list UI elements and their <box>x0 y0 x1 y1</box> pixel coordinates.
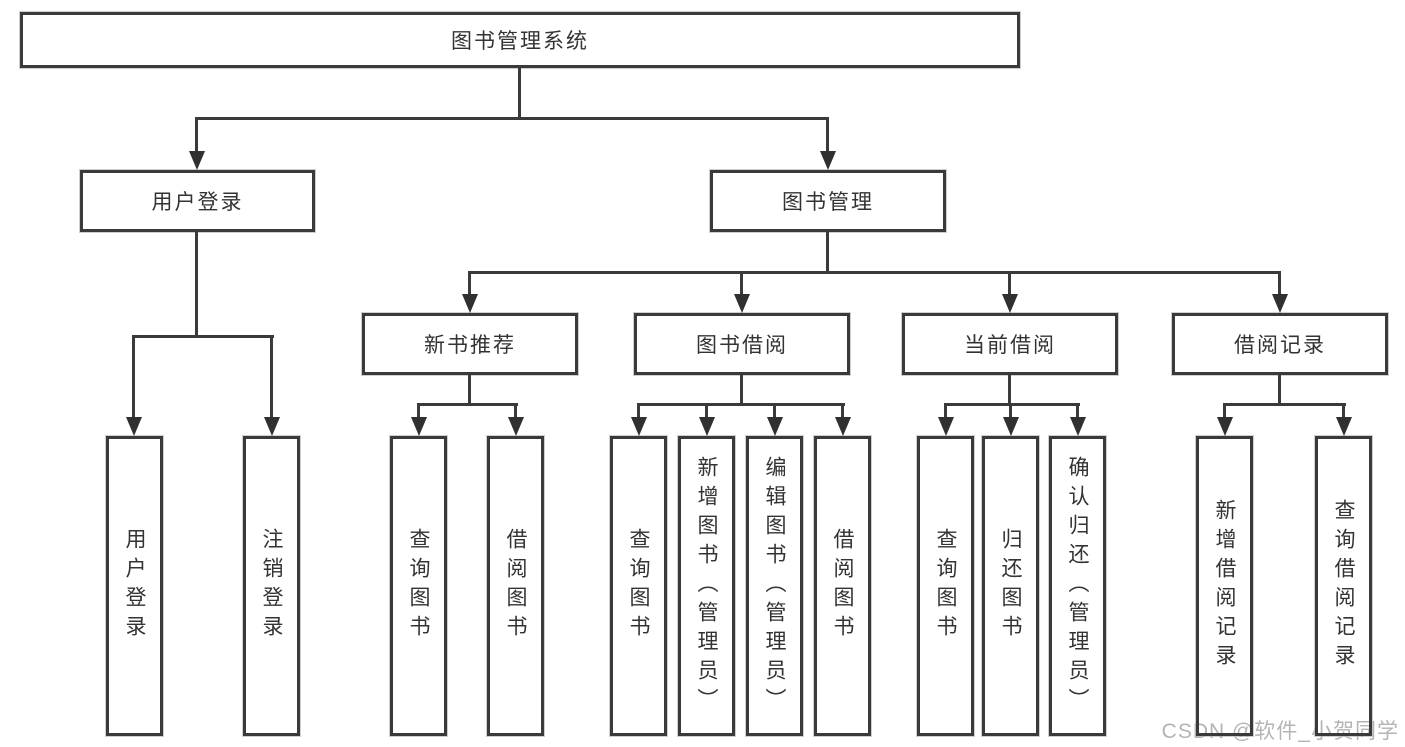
connector-line <box>468 271 471 297</box>
node-label: 图书借阅 <box>696 334 788 357</box>
node-label: 新书推荐 <box>424 334 516 357</box>
leaf-return-book: 归还图书 <box>982 436 1039 736</box>
arrowhead-down-icon <box>734 294 750 313</box>
connector-line <box>132 335 135 419</box>
connector-line <box>469 271 1281 274</box>
arrowhead-down-icon <box>835 417 851 436</box>
connector-line <box>1224 403 1346 406</box>
leaf-label: 用户登录 <box>123 528 146 644</box>
node-book-management: 图书管理 <box>710 170 946 232</box>
node-label: 图书管理系统 <box>451 30 589 53</box>
leaf-label: 查询图书 <box>407 528 430 644</box>
connector-line <box>740 375 743 406</box>
arrowhead-down-icon <box>189 151 205 170</box>
connector-line <box>1223 403 1226 419</box>
connector-line <box>1008 271 1011 297</box>
leaf-query-books-current: 查询图书 <box>917 436 974 736</box>
leaf-query-books-borrow: 查询图书 <box>610 436 667 736</box>
connector-line <box>1278 271 1281 297</box>
leaf-query-borrow-record: 查询借阅记录 <box>1315 436 1372 736</box>
leaf-borrow-books-borrow: 借阅图书 <box>814 436 871 736</box>
node-borrow-records: 借阅记录 <box>1172 313 1388 375</box>
connector-line <box>518 68 521 119</box>
node-new-book-recommend: 新书推荐 <box>362 313 578 375</box>
connector-line <box>740 271 743 297</box>
connector-line <box>133 335 274 338</box>
connector-line <box>1009 403 1012 419</box>
connector-line <box>944 403 947 419</box>
connector-line <box>841 403 844 419</box>
connector-line <box>638 403 845 406</box>
leaf-label: 编辑图书（管理员） <box>763 455 786 717</box>
connector-line <box>195 117 198 154</box>
arrowhead-down-icon <box>767 417 783 436</box>
leaf-query-books-recommend: 查询图书 <box>390 436 447 736</box>
arrowhead-down-icon <box>631 417 647 436</box>
arrowhead-down-icon <box>411 417 427 436</box>
connector-line <box>468 375 471 406</box>
leaf-label: 新增借阅记录 <box>1213 499 1236 673</box>
arrowhead-down-icon <box>126 417 142 436</box>
node-label: 图书管理 <box>782 191 874 214</box>
leaf-logout: 注销登录 <box>243 436 300 736</box>
arrowhead-down-icon <box>508 417 524 436</box>
connector-line <box>418 403 518 406</box>
connector-line <box>1076 403 1079 419</box>
connector-line <box>1342 403 1345 419</box>
leaf-borrow-books-recommend: 借阅图书 <box>487 436 544 736</box>
leaf-label: 注销登录 <box>260 528 283 644</box>
node-book-borrow: 图书借阅 <box>634 313 850 375</box>
arrowhead-down-icon <box>1002 294 1018 313</box>
leaf-confirm-return-admin: 确认归还（管理员） <box>1049 436 1106 736</box>
node-root-system: 图书管理系统 <box>20 12 1020 68</box>
arrowhead-down-icon <box>264 417 280 436</box>
leaf-add-borrow-record: 新增借阅记录 <box>1196 436 1253 736</box>
arrowhead-down-icon <box>1217 417 1233 436</box>
connector-line <box>195 232 198 338</box>
arrowhead-down-icon <box>462 294 478 313</box>
connector-line <box>1008 375 1011 406</box>
connector-line <box>826 117 829 154</box>
connector-line <box>196 117 829 120</box>
leaf-label: 查询借阅记录 <box>1332 499 1355 673</box>
leaf-add-book-admin: 新增图书（管理员） <box>678 436 735 736</box>
connector-line <box>1278 375 1281 406</box>
leaf-label: 新增图书（管理员） <box>695 455 718 717</box>
connector-line <box>773 403 776 419</box>
connector-line <box>270 335 273 419</box>
arrowhead-down-icon <box>938 417 954 436</box>
node-label: 用户登录 <box>151 191 244 214</box>
connector-line <box>705 403 708 419</box>
arrowhead-down-icon <box>1336 417 1352 436</box>
connector-line <box>417 403 420 419</box>
leaf-label: 归还图书 <box>999 528 1022 644</box>
node-user-login: 用户登录 <box>80 170 315 232</box>
connector-line <box>826 232 829 274</box>
arrowhead-down-icon <box>820 151 836 170</box>
connector-line <box>637 403 640 419</box>
leaf-label: 查询图书 <box>627 528 650 644</box>
arrowhead-down-icon <box>1070 417 1086 436</box>
leaf-user-login: 用户登录 <box>106 436 163 736</box>
leaf-label: 借阅图书 <box>504 528 527 644</box>
connector-line <box>514 403 517 419</box>
leaf-edit-book-admin: 编辑图书（管理员） <box>746 436 803 736</box>
arrowhead-down-icon <box>1272 294 1288 313</box>
leaf-label: 查询图书 <box>934 528 957 644</box>
node-label: 当前借阅 <box>964 334 1056 357</box>
leaf-label: 借阅图书 <box>831 528 854 644</box>
leaf-label: 确认归还（管理员） <box>1066 455 1089 717</box>
csdn-watermark: CSDN @软件_小贺同学 <box>1161 720 1399 743</box>
connector-line <box>945 403 1080 406</box>
arrowhead-down-icon <box>1003 417 1019 436</box>
arrowhead-down-icon <box>699 417 715 436</box>
node-label: 借阅记录 <box>1234 334 1326 357</box>
node-current-borrow: 当前借阅 <box>902 313 1118 375</box>
